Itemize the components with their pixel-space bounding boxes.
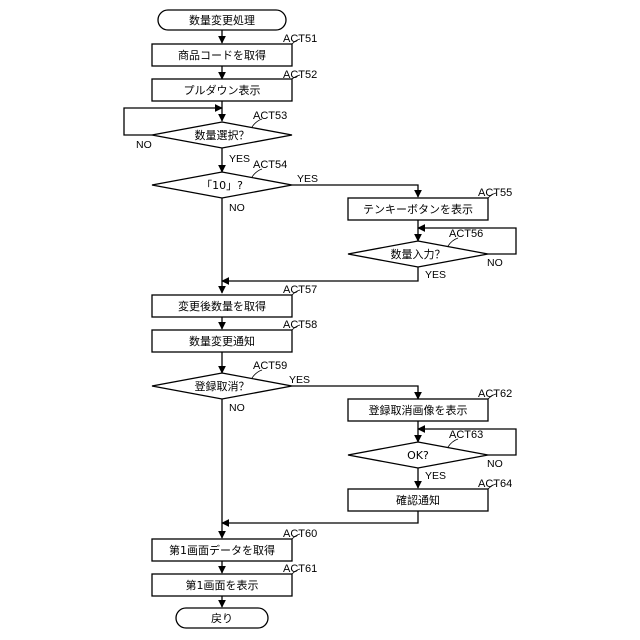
process-act64-text: 確認通知 xyxy=(396,493,440,507)
process-act55: テンキーボタンを表示 ACT55 xyxy=(348,187,512,220)
process-act52: プルダウン表示 ACT52 xyxy=(152,69,317,101)
decision-act56: 数量入力？ ACT56 NO YES xyxy=(348,228,503,281)
act58-tag: ACT58 xyxy=(283,319,317,331)
terminal-start-text: 数量変更処理 xyxy=(189,13,255,27)
decision-act63-text: OK? xyxy=(407,449,429,462)
process-act51-text: 商品コードを取得 xyxy=(178,48,266,62)
act56-yes-label: YES xyxy=(425,269,446,281)
process-act60-text: 第1画面データを取得 xyxy=(169,543,275,557)
act53-tag: ACT53 xyxy=(253,110,287,122)
act57-tag: ACT57 xyxy=(283,284,317,296)
process-act57: 変更後数量を取得 ACT57 xyxy=(152,284,317,317)
process-act61: 第1画面を表示 ACT61 xyxy=(152,563,317,596)
act54-no-label: NO xyxy=(229,202,245,214)
process-act58: 数量変更通知 ACT58 xyxy=(152,319,317,352)
act62-tag: ACT62 xyxy=(478,388,512,400)
act54-yes-label: YES xyxy=(297,173,318,185)
act56-no-label: NO xyxy=(487,257,503,269)
connectors xyxy=(124,30,516,607)
process-act61-text: 第1画面を表示 xyxy=(186,578,259,592)
act55-tag: ACT55 xyxy=(478,187,512,199)
decision-act56-text: 数量入力？ xyxy=(391,248,446,261)
process-act62-text: 登録取消画像を表示 xyxy=(369,403,468,417)
act51-tag: ACT51 xyxy=(283,33,317,45)
act64-tag: ACT64 xyxy=(478,478,512,490)
decision-act54-text: 「10」? xyxy=(201,179,243,192)
act60-tag: ACT60 xyxy=(283,528,317,540)
process-act57-text: 変更後数量を取得 xyxy=(178,299,266,313)
act53-yes-label: YES xyxy=(229,153,250,165)
terminal-end: 戻り xyxy=(176,608,268,628)
process-act58-text: 数量変更通知 xyxy=(189,334,255,348)
decision-act59: 登録取消？ ACT59 YES NO xyxy=(152,360,310,414)
act59-no-label: NO xyxy=(229,402,245,414)
decision-act54: 「10」? ACT54 YES NO xyxy=(152,159,318,214)
act54-tag: ACT54 xyxy=(253,159,287,171)
decision-act59-text: 登録取消？ xyxy=(195,379,250,393)
process-act62: 登録取消画像を表示 ACT62 xyxy=(348,388,512,421)
process-act55-text: テンキーボタンを表示 xyxy=(363,202,473,216)
decision-act63: OK? ACT63 NO YES xyxy=(348,429,503,482)
act59-tag: ACT59 xyxy=(253,360,287,372)
process-act64: 確認通知 ACT64 xyxy=(348,478,512,511)
act63-tag: ACT63 xyxy=(449,429,483,441)
act61-tag: ACT61 xyxy=(283,563,317,575)
act53-no-label: NO xyxy=(136,139,152,151)
decision-act53: 数量選択？ ACT53 NO YES xyxy=(136,110,292,165)
act63-no-label: NO xyxy=(487,458,503,470)
terminal-start: 数量変更処理 xyxy=(158,10,286,30)
terminal-end-text: 戻り xyxy=(211,612,233,625)
act63-yes-label: YES xyxy=(425,470,446,482)
process-act52-text: プルダウン表示 xyxy=(184,83,261,97)
process-act51: 商品コードを取得 ACT51 xyxy=(152,33,317,66)
act52-tag: ACT52 xyxy=(283,69,317,81)
process-act60: 第1画面データを取得 ACT60 xyxy=(152,528,317,561)
act56-tag: ACT56 xyxy=(449,228,483,240)
decision-act53-text: 数量選択？ xyxy=(195,128,250,142)
act59-yes-label: YES xyxy=(289,374,310,386)
